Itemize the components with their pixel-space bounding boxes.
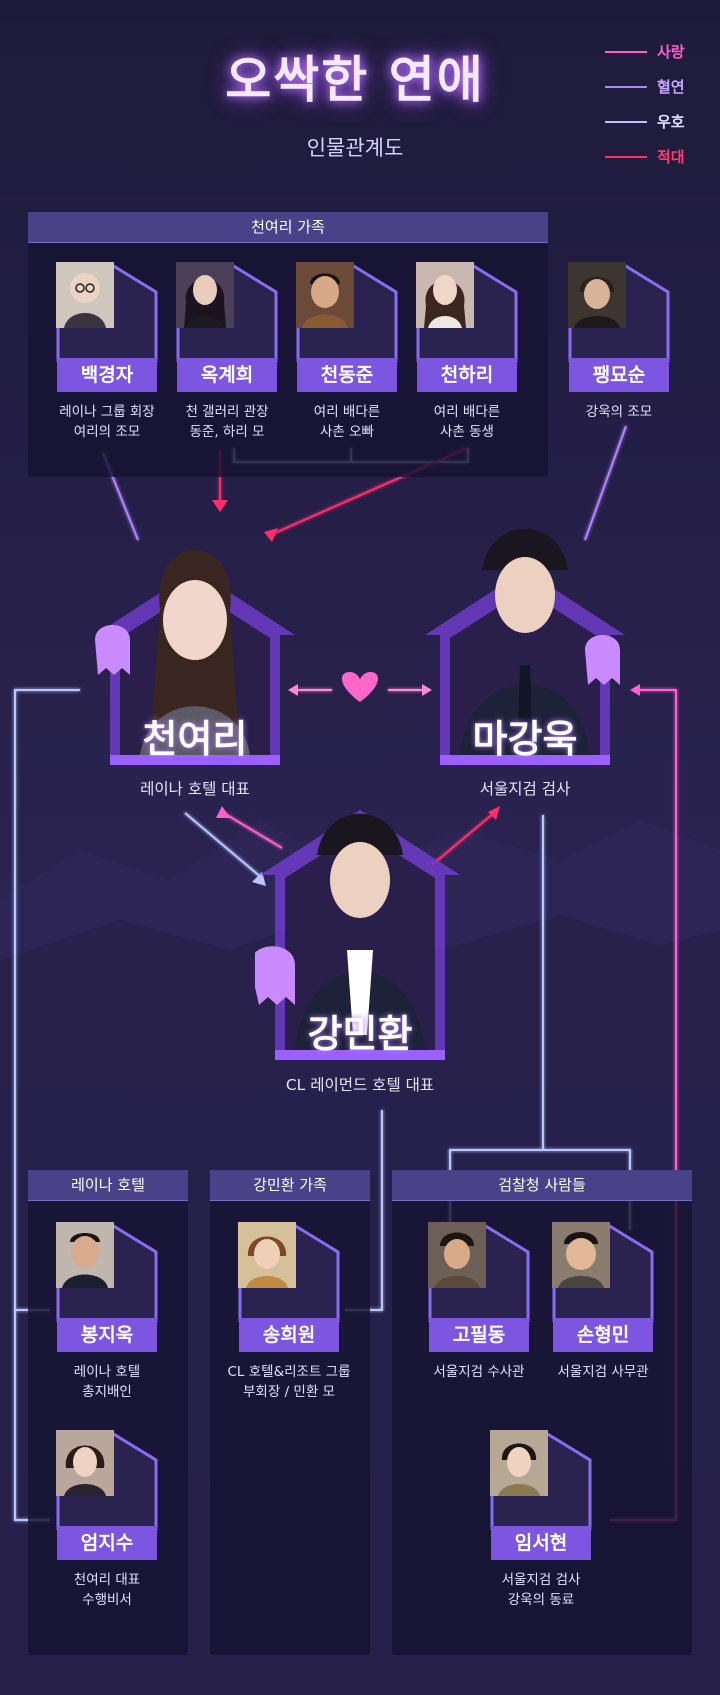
portrait <box>490 1430 548 1496</box>
character-name: 팽묘순 <box>569 358 669 392</box>
ghost-icon <box>95 625 130 675</box>
lead-card-ganguk[interactable]: 마강욱 <box>420 510 630 765</box>
lead-card-minhwan[interactable]: 강민환 <box>255 805 465 1060</box>
character-desc: 레이나 호텔 총지배인 <box>73 1364 141 1400</box>
portrait <box>56 262 114 328</box>
character-desc: 강욱의 조모 <box>585 404 653 420</box>
lead-name: 강민환 <box>307 1011 413 1056</box>
portrait-hair <box>482 528 568 570</box>
group-title: 강민환 가족 <box>210 1170 370 1201</box>
page-subtitle: 인물관계도 <box>306 136 404 160</box>
character-card[interactable]: 고필동 서울지검 수사관 <box>428 1222 530 1380</box>
character-name: 엄지수 <box>57 1526 157 1560</box>
group-title: 천여리 가족 <box>28 212 548 243</box>
group-title: 검찰청 사람들 <box>392 1170 692 1201</box>
legend: 사랑 혈연 우호 적대 <box>605 34 715 174</box>
lead-desc: 서울지검 검사 <box>479 780 571 798</box>
portrait-face <box>495 557 555 633</box>
character-name: 백경자 <box>57 358 157 392</box>
character-card[interactable]: 팽묘순 강욱의 조모 <box>568 262 670 420</box>
ghost-icon <box>255 946 295 1005</box>
character-card[interactable]: 천동준 여리 배다른 사촌 오빠 <box>296 262 398 440</box>
legend-item-friendly: 우호 <box>605 104 715 139</box>
legend-label: 사랑 <box>657 43 685 61</box>
character-name: 천동준 <box>297 358 397 392</box>
lead-name: 마강욱 <box>472 716 578 761</box>
character-desc: CL 호텔&리조트 그룹 부회장 / 민환 모 <box>227 1364 351 1400</box>
lead-desc: 레이나 호텔 대표 <box>140 780 250 798</box>
character-desc: 서울지검 검사 강욱의 동료 <box>501 1572 581 1608</box>
character-card[interactable]: 임서현 서울지검 검사 강욱의 동료 <box>490 1430 592 1608</box>
character-name: 송희원 <box>239 1318 339 1352</box>
legend-item-blood: 혈연 <box>605 69 715 104</box>
portrait <box>56 1222 114 1288</box>
lead-name: 천여리 <box>142 716 248 761</box>
character-card[interactable]: 엄지수 천여리 대표 수행비서 <box>56 1430 158 1608</box>
ghost-icon <box>585 635 620 685</box>
portrait <box>416 262 474 328</box>
portrait <box>428 1222 486 1288</box>
character-desc: 여리 배다른 사촌 오빠 <box>313 404 381 440</box>
character-name: 고필동 <box>429 1318 529 1352</box>
character-name: 봉지욱 <box>57 1318 157 1352</box>
page-title: 오싹한 연애 <box>225 50 485 109</box>
character-desc: 천 갤러리 관장 동준, 하리 모 <box>185 404 269 440</box>
character-card[interactable]: 송희원 CL 호텔&리조트 그룹 부회장 / 민환 모 <box>228 1222 351 1400</box>
portrait-face <box>330 842 390 918</box>
portrait <box>552 1222 610 1288</box>
character-desc: 서울지검 사무관 <box>557 1364 649 1380</box>
character-name: 손형민 <box>553 1318 653 1352</box>
character-card[interactable]: 백경자 레이나 그룹 회장 여리의 조모 <box>56 262 158 440</box>
character-card[interactable]: 손형민 서울지검 사무관 <box>552 1222 654 1380</box>
lead-card-yeori[interactable]: 천여리 <box>90 510 300 765</box>
portrait <box>296 262 354 328</box>
portrait <box>176 262 234 328</box>
group-title: 레이나 호텔 <box>28 1170 188 1201</box>
legend-item-love: 사랑 <box>605 34 715 69</box>
legend-label: 혈연 <box>657 78 685 96</box>
character-desc: 천여리 대표 수행비서 <box>73 1572 141 1608</box>
lead-desc: CL 레이먼드 호텔 대표 <box>285 1076 435 1094</box>
character-card[interactable]: 천하리 여리 배다른 사촌 동생 <box>416 262 518 440</box>
character-desc: 여리 배다른 사촌 동생 <box>433 404 501 440</box>
character-name: 옥계희 <box>177 358 277 392</box>
legend-label: 적대 <box>657 148 685 166</box>
character-card[interactable]: 옥계희 천 갤러리 관장 동준, 하리 모 <box>176 262 278 440</box>
character-name: 임서현 <box>491 1526 591 1560</box>
portrait <box>238 1222 296 1288</box>
legend-label: 우호 <box>657 113 685 131</box>
character-card[interactable]: 봉지욱 레이나 호텔 총지배인 <box>56 1222 158 1400</box>
character-name: 천하리 <box>417 358 517 392</box>
character-desc: 레이나 그룹 회장 여리의 조모 <box>59 404 155 440</box>
portrait-hair <box>317 813 403 855</box>
character-desc: 서울지검 수사관 <box>433 1364 525 1380</box>
legend-item-hostile: 적대 <box>605 139 715 174</box>
portrait-face <box>163 580 227 660</box>
portrait <box>56 1430 114 1496</box>
portrait <box>568 262 626 328</box>
